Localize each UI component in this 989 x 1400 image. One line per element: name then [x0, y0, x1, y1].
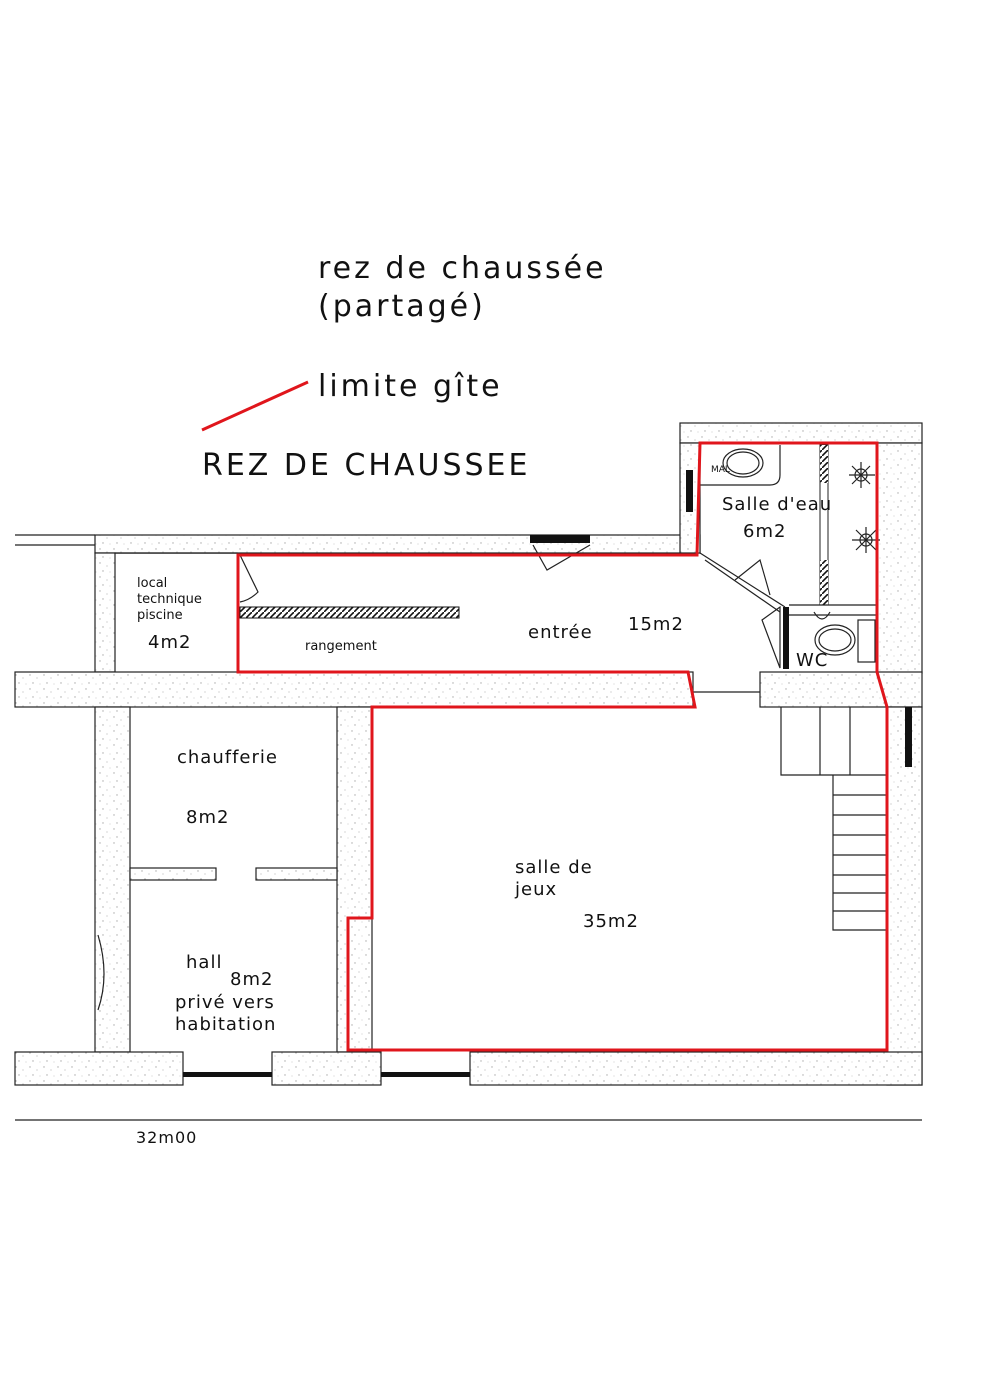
room-hall: hall 8m2 privé vers habitation — [175, 952, 276, 1035]
svg-text:8m2: 8m2 — [186, 807, 229, 828]
svg-text:6m2: 6m2 — [743, 521, 786, 542]
plan-title: REZ DE CHAUSSEE — [202, 448, 530, 483]
fixtures: MAL — [97, 444, 887, 1011]
svg-text:salle de: salle de — [515, 857, 593, 878]
legend-red-line — [201, 380, 309, 432]
svg-text:15m2: 15m2 — [628, 614, 684, 635]
room-local-technique: local technique piscine 4m2 — [137, 576, 202, 653]
heading-line1: rez de chaussée — [318, 251, 607, 286]
svg-text:piscine: piscine — [137, 608, 183, 623]
svg-text:35m2: 35m2 — [583, 911, 639, 932]
room-entree: entrée 15m2 — [528, 614, 684, 643]
room-wc: WC — [796, 650, 828, 671]
room-chaufferie: chaufferie 8m2 — [177, 747, 278, 828]
svg-text:habitation: habitation — [175, 1014, 276, 1035]
room-salle-jeux: salle de jeux 35m2 — [514, 857, 639, 932]
svg-text:jeux: jeux — [514, 879, 557, 900]
svg-text:local: local — [137, 576, 167, 591]
room-rangement: rangement — [305, 639, 377, 654]
sink-label: MAL — [711, 465, 730, 475]
heading-line2: (partagé) — [318, 289, 486, 324]
gite-boundary — [236, 441, 889, 1052]
walls — [14, 422, 923, 1086]
dimension-label: 32m00 — [136, 1128, 197, 1147]
legend-label: limite gîte — [318, 369, 503, 404]
svg-text:hall: hall — [186, 952, 222, 973]
svg-text:technique: technique — [137, 592, 202, 607]
svg-text:8m2: 8m2 — [230, 969, 273, 990]
room-salle-eau: Salle d'eau 6m2 — [722, 494, 832, 542]
svg-text:chaufferie: chaufferie — [177, 747, 278, 768]
svg-text:4m2: 4m2 — [148, 632, 191, 653]
svg-text:entrée: entrée — [528, 622, 593, 643]
svg-text:Salle d'eau: Salle d'eau — [722, 494, 832, 515]
svg-text:privé vers: privé vers — [175, 992, 275, 1013]
